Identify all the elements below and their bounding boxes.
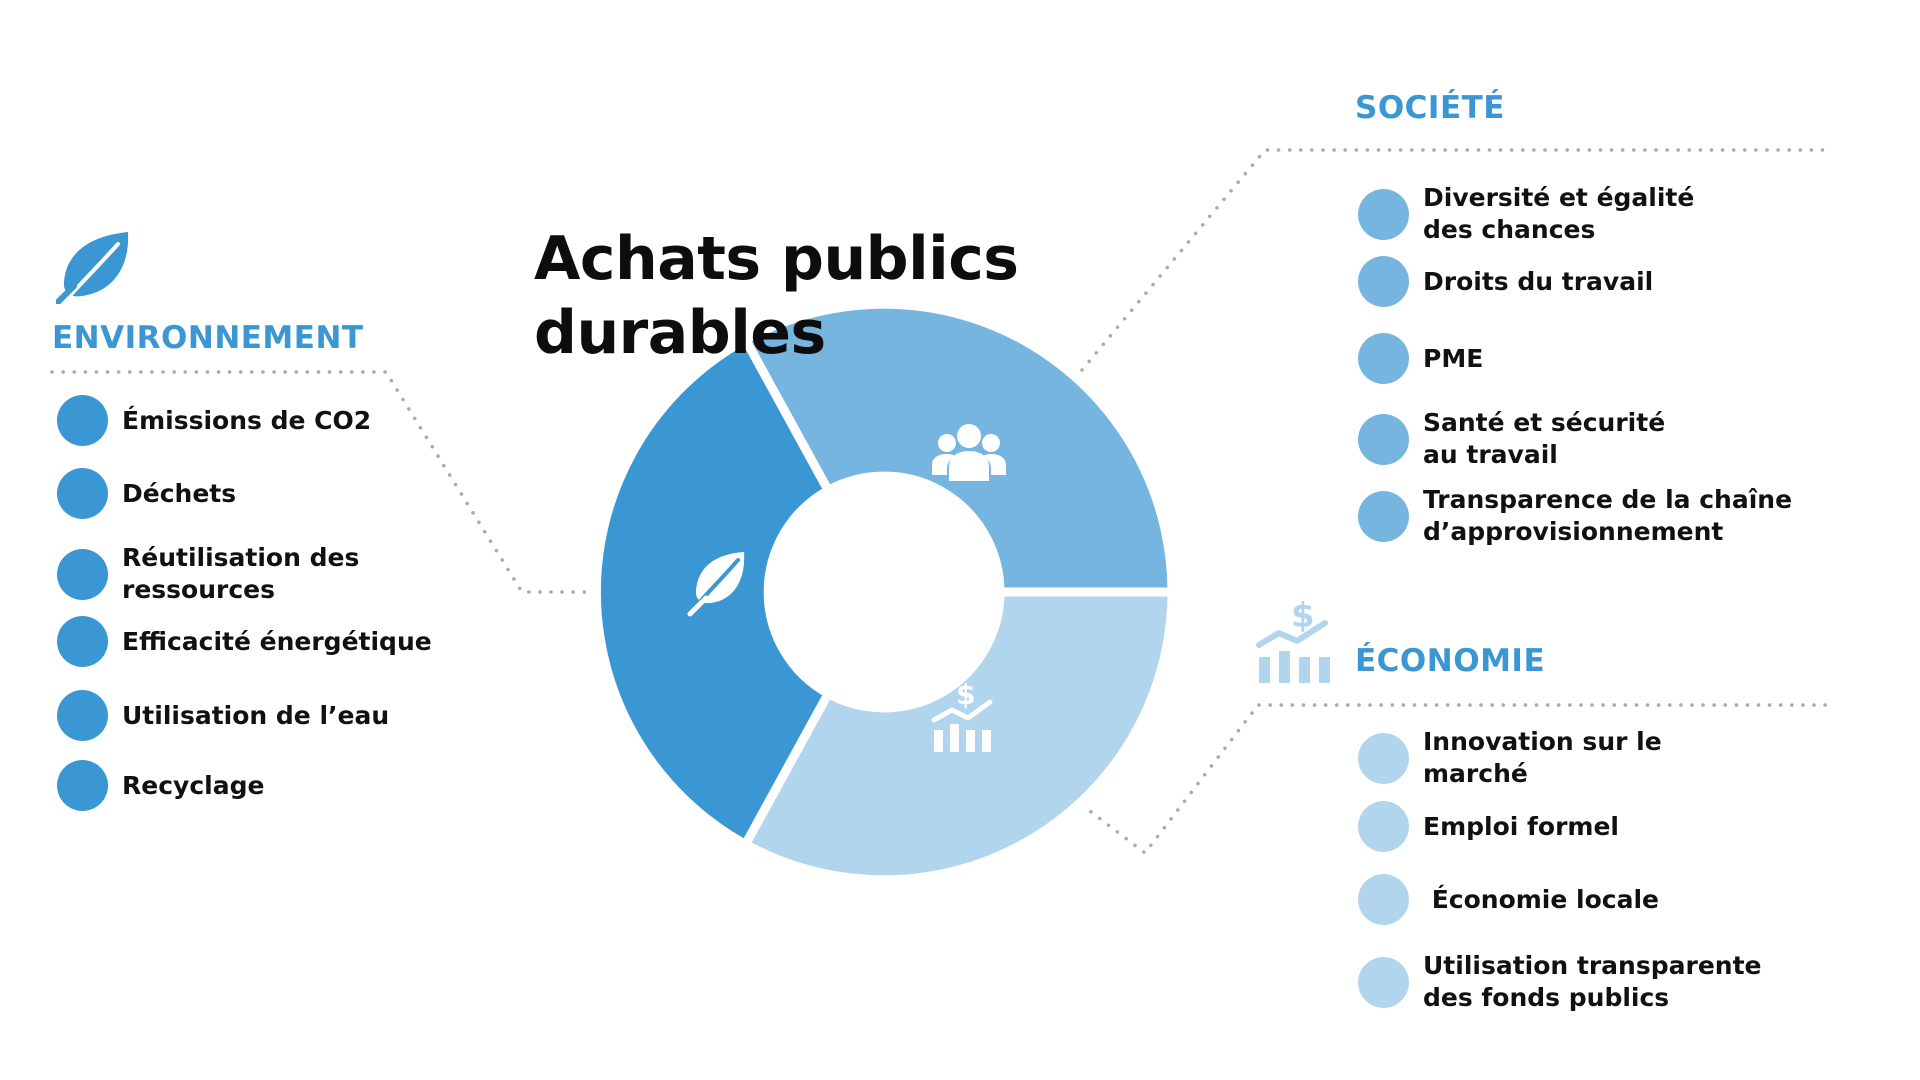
people-group-icon-donut: [932, 424, 1006, 481]
list-item-environnement: Efficacité énergétique: [57, 616, 432, 667]
list-item-economie: Emploi formel: [1358, 801, 1619, 852]
item-label: Emploi formel: [1423, 811, 1619, 841]
dollar-chart-icon: $: [1256, 597, 1330, 683]
leaf-icon-donut: [687, 552, 745, 617]
page-title: Achats publics durables: [534, 224, 1019, 368]
donut-segment-societe: [739, 299, 1177, 597]
bullet-dot: [1358, 256, 1409, 307]
bullet-dot: [1358, 956, 1409, 1008]
list-item-environnement: Déchets: [57, 468, 236, 519]
item-label: Émissions de CO2: [122, 405, 372, 435]
item-label: Diversité et égalité des chances: [1423, 183, 1695, 244]
item-label: Recyclage: [122, 770, 265, 800]
bullet-dot: [1358, 732, 1409, 784]
list-item-societe: Transparence de la chaîne d’approvisionn…: [1358, 484, 1792, 548]
item-label: Droits du travail: [1423, 266, 1654, 296]
item-label: Réutilisation des ressources: [122, 543, 360, 604]
bullet-dot: [1358, 801, 1409, 852]
list-item-societe: Diversité et égalité des chances: [1358, 182, 1694, 246]
item-label: Utilisation de l’eau: [122, 700, 390, 730]
leaf-icon: [56, 232, 129, 304]
bullet-dot: [57, 468, 108, 519]
bullet-dot: [57, 690, 108, 741]
dollar-chart-icon-donut: $: [931, 678, 993, 752]
item-label: Utilisation transparente des fonds publi…: [1423, 951, 1762, 1012]
item-label: Transparence de la chaîne d’approvisionn…: [1423, 485, 1793, 546]
item-label: Économie locale: [1423, 884, 1659, 914]
bullet-dot: [57, 616, 108, 667]
bullet-dot: [57, 548, 108, 600]
connector-environnement: [50, 370, 600, 594]
bullet-dot: [1358, 413, 1409, 465]
section-title-societe: SOCIÉTÉ: [1355, 90, 1505, 126]
list-item-economie: Économie locale: [1358, 874, 1659, 925]
item-label: Innovation sur le marché: [1423, 727, 1662, 788]
list-item-economie: Utilisation transparente des fonds publi…: [1358, 950, 1762, 1014]
bullet-dot: [1358, 874, 1409, 925]
list-item-environnement: Recyclage: [57, 760, 264, 811]
list-item-environnement: Émissions de CO2: [57, 395, 371, 446]
section-title-environnement: ENVIRONNEMENT: [52, 320, 364, 356]
bullet-dot: [57, 395, 108, 446]
bullet-dot: [1358, 490, 1409, 542]
list-item-environnement: Utilisation de l’eau: [57, 690, 389, 741]
item-label: Efficacité énergétique: [122, 626, 432, 656]
list-item-societe: Droits du travail: [1358, 256, 1653, 307]
bullet-dot: [1358, 188, 1409, 240]
item-label: Déchets: [122, 478, 237, 508]
list-item-societe: Santé et sécurité au travail: [1358, 407, 1665, 471]
section-title-economie: ÉCONOMIE: [1355, 643, 1546, 679]
svg-text:$: $: [1291, 597, 1315, 636]
list-item-environnement: Réutilisation des ressources: [57, 542, 359, 606]
bullet-dot: [1358, 333, 1409, 384]
item-label: PME: [1423, 343, 1484, 373]
list-item-societe: PME: [1358, 333, 1483, 384]
item-label: Santé et sécurité au travail: [1423, 408, 1666, 469]
bullet-dot: [57, 760, 108, 811]
list-item-economie: Innovation sur le marché: [1358, 726, 1662, 790]
svg-text:$: $: [956, 678, 975, 711]
